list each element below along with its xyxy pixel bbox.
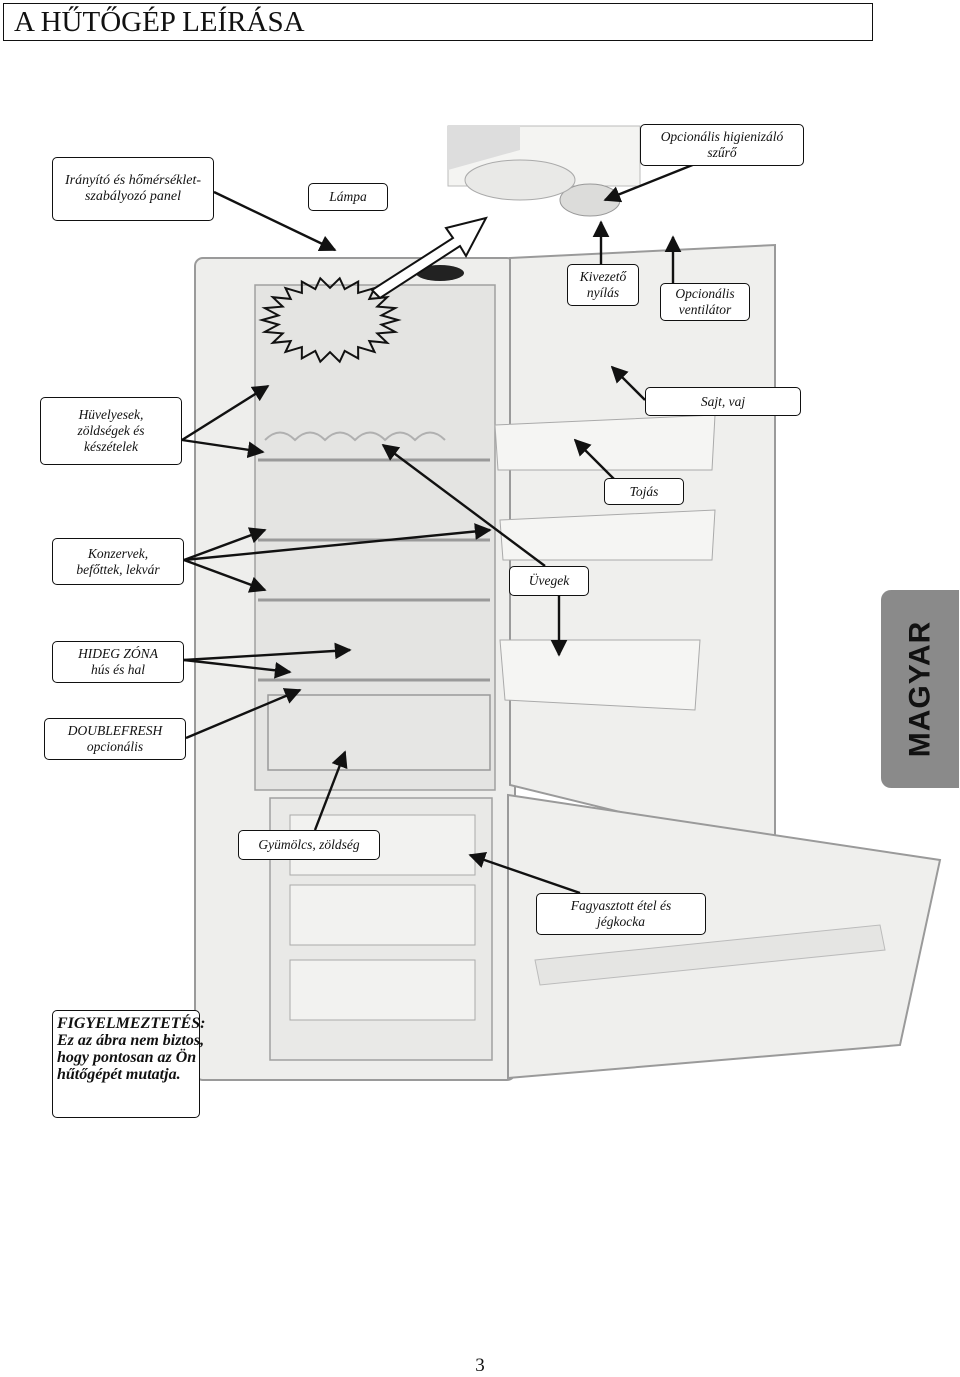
arrow-doublefresh — [185, 688, 302, 740]
arrow-bottles-top — [381, 443, 546, 567]
label-cheese-butter: Sajt, vaj — [645, 387, 801, 416]
arrow-control-panel — [213, 190, 337, 252]
arrow-hygiene-filter — [603, 160, 701, 203]
label-fruit-veg: Gyümölcs, zöldség — [238, 830, 380, 860]
lamp-detail-illustration — [447, 125, 641, 217]
arrow-canned-3 — [183, 558, 267, 593]
label-doublefresh: DOUBLEFRESH opcionális — [44, 718, 186, 760]
label-cold-zone: HIDEG ZÓNA hús és hal — [52, 641, 184, 683]
arrow-canned-2 — [183, 523, 492, 562]
label-fan: Opcionális ventilátor — [660, 283, 750, 321]
language-tab-label: MAGYAR — [903, 620, 937, 758]
label-outlet: Kivezető nyílás — [567, 264, 639, 306]
page-number: 3 — [475, 1355, 485, 1376]
arrow-frozen — [468, 851, 581, 895]
callout-arrows — [181, 160, 701, 895]
label-hygiene-filter: Opcionális higienizáló szűrő — [640, 124, 804, 166]
arrow-cold-zone-1 — [183, 658, 292, 679]
label-canned: Konzervek, befőttek, lekvár — [52, 538, 184, 585]
label-frozen: Fagyasztott étel és jégkocka — [536, 893, 706, 935]
language-tab: MAGYAR — [881, 590, 959, 788]
arrow-pulses-1 — [181, 384, 270, 442]
page-title: A HŰTŐGÉP LEÍRÁSA — [3, 3, 873, 41]
arrow-eggs — [573, 438, 616, 481]
label-eggs: Tojás — [604, 478, 684, 505]
label-bottles: Üvegek — [509, 566, 589, 596]
arrow-canned-1 — [183, 527, 267, 562]
arrow-fruit-veg — [313, 750, 348, 831]
fridge-body — [194, 257, 516, 1081]
lamp-pointer-arrow — [370, 216, 488, 300]
upper-door — [494, 243, 776, 852]
label-control-panel: Irányító és hőmérséklet- szabályozó pane… — [52, 157, 214, 221]
arrow-pulses-2 — [181, 438, 265, 459]
label-lamp: Lámpa — [308, 183, 388, 211]
lower-door — [507, 793, 942, 1080]
label-pulses: Hüvelyesek, zöldségek és készételek — [40, 397, 182, 465]
label-warning: FIGYELMEZTETÉS: Ez az ábra nem biztos, h… — [52, 1010, 205, 1118]
arrow-cheese-butter — [610, 365, 646, 401]
arrow-cold-zone-2 — [183, 642, 352, 662]
lamp-starburst-icon — [258, 276, 402, 364]
